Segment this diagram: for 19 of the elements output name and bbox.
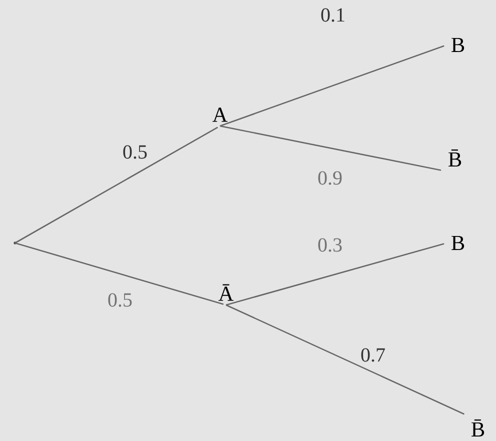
probability-label: 0.3 xyxy=(318,238,342,252)
branch-line xyxy=(14,242,224,305)
probability-label: 0.9 xyxy=(318,171,342,185)
outcome-label: Ā xyxy=(218,284,234,301)
outcome-label: B xyxy=(452,236,464,250)
outcome-label: B xyxy=(452,38,464,52)
branch-line xyxy=(220,125,442,171)
probability-label: 0.5 xyxy=(108,293,132,307)
outcome-label: B̄ xyxy=(472,419,484,436)
branch-line xyxy=(226,243,444,306)
root-point xyxy=(14,242,16,244)
branch-line xyxy=(226,304,464,415)
outcome-label: B̄ xyxy=(448,149,462,166)
outcome-label: A xyxy=(212,108,228,122)
branch-line xyxy=(14,126,218,244)
probability-label: 0.7 xyxy=(361,348,385,362)
probability-label: 0.5 xyxy=(123,145,147,159)
branch-line xyxy=(220,45,444,127)
probability-label: 0.1 xyxy=(321,8,344,22)
